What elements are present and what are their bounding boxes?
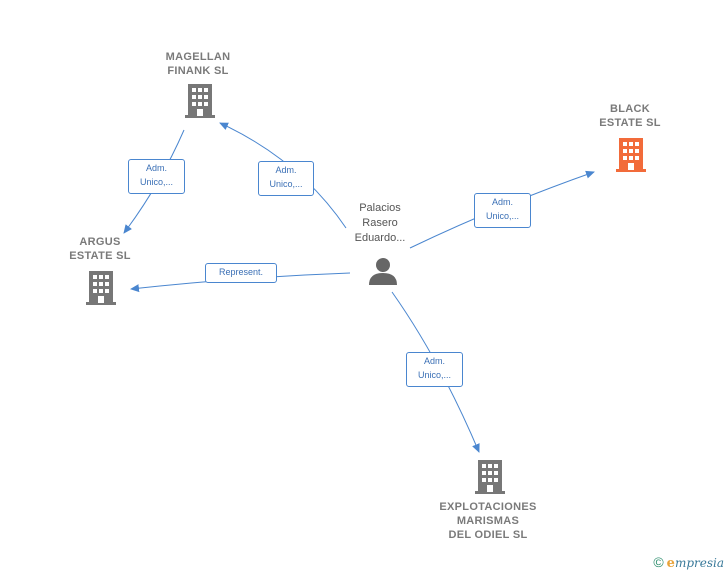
copyright-icon: © (653, 554, 664, 570)
building-icon[interactable] (86, 271, 116, 305)
company-label-explotaciones: EXPLOTACIONES MARISMAS DEL ODIEL SL (439, 501, 537, 541)
brand-logo-text: mpresia (674, 556, 724, 570)
edge-label-person-explotaciones[interactable]: Adm. Unico,... (406, 352, 463, 387)
edge-label-person-argus[interactable]: Represent. (205, 263, 277, 283)
brand-footer[interactable]: ©empresia (653, 554, 724, 571)
building-icon[interactable] (615, 138, 647, 172)
company-label-magellan: MAGELLAN FINANK SL (165, 51, 231, 77)
company-label-argus: ARGUS ESTATE SL (69, 236, 131, 262)
person-label: Palacios Rasero Eduardo... (354, 202, 406, 244)
person-icon[interactable] (368, 256, 398, 286)
edge-label-person-magellan[interactable]: Adm. Unico,... (258, 161, 314, 196)
edge-label-magellan-argus[interactable]: Adm. Unico,... (128, 159, 185, 194)
company-label-black: BLACK ESTATE SL (599, 103, 661, 129)
brand-logo-initial: e (666, 556, 675, 571)
building-icon[interactable] (185, 84, 215, 118)
edge-label-person-black[interactable]: Adm. Unico,... (474, 193, 531, 228)
building-icon[interactable] (475, 460, 505, 494)
